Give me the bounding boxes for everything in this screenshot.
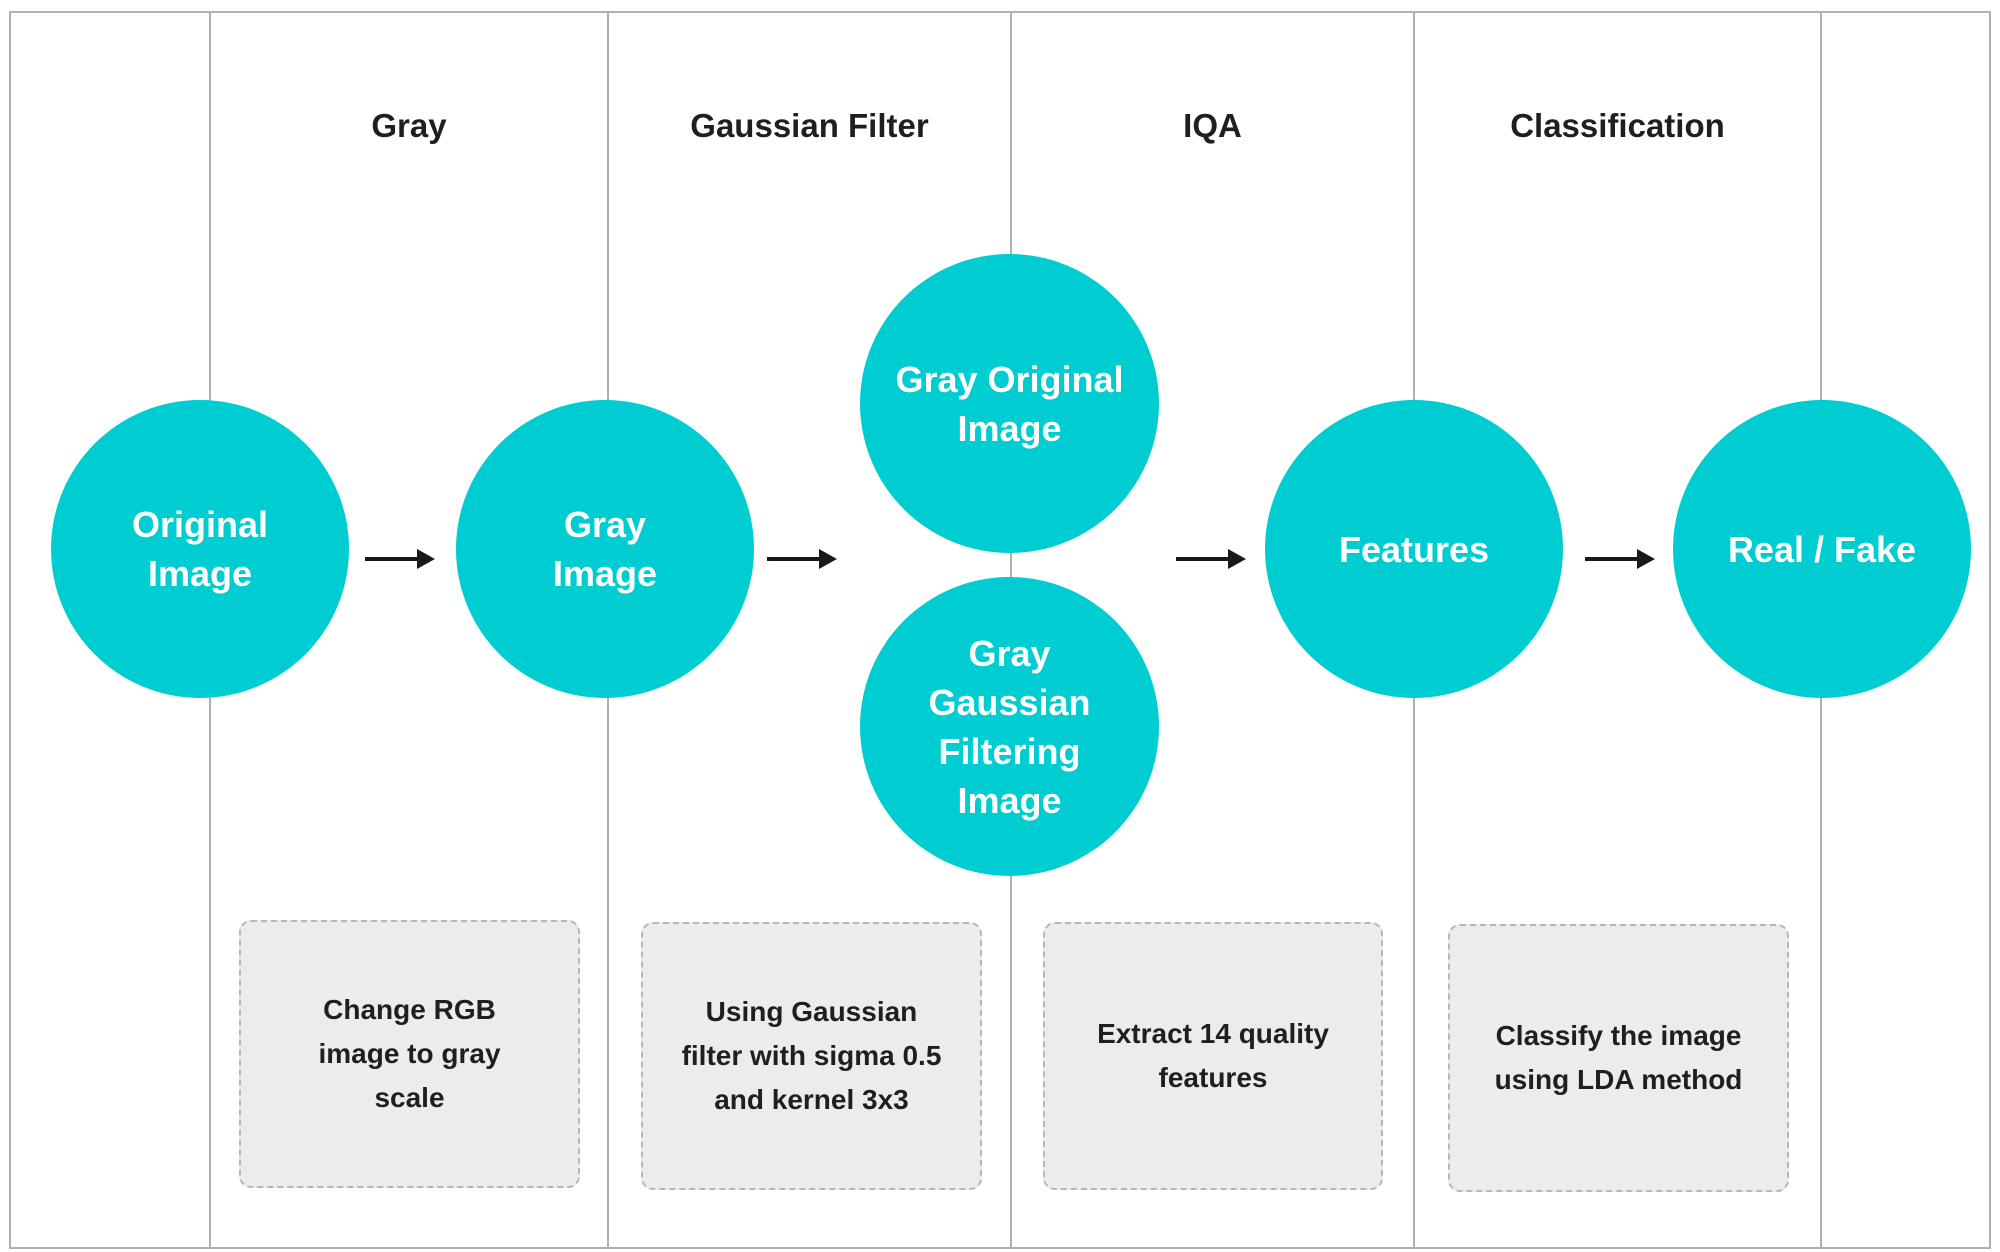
node-label-line: Image <box>957 407 1062 449</box>
note-line: Extract 14 quality <box>1097 1018 1329 1049</box>
gray-image-node: Gray Image <box>456 400 754 698</box>
note-iqa: Extract 14 quality features <box>1043 922 1383 1190</box>
node-label-line: Image <box>147 553 253 594</box>
stage-title-classification: Classification <box>1510 107 1725 144</box>
gray-original-image-node: Gray Original Image <box>860 254 1159 553</box>
note-line: Using Gaussian <box>705 996 918 1027</box>
flow-arrow-icon <box>767 549 837 569</box>
flow-arrow-icon <box>365 549 435 569</box>
note-line: and kernel 3x3 <box>714 1084 909 1115</box>
node-label-line: Image <box>957 779 1062 821</box>
node-label-line: Gray <box>968 632 1051 674</box>
note-line: filter with sigma 0.5 <box>681 1040 942 1071</box>
node-label-line: Image <box>552 553 658 594</box>
node-label-line: Gray <box>563 504 647 545</box>
stage-title-gray: Gray <box>371 107 447 144</box>
note-line: using LDA method <box>1494 1064 1743 1095</box>
stage-title-gaussian-filter: Gaussian Filter <box>690 107 929 144</box>
note-gray: Change RGB image to gray scale <box>239 920 580 1188</box>
note-line: image to gray <box>318 1038 501 1069</box>
original-image-node: Original Image <box>51 400 349 698</box>
flow-arrow-icon <box>1176 549 1246 569</box>
note-line: scale <box>374 1082 445 1113</box>
node-label-line: Gaussian <box>928 681 1091 723</box>
note-line: Classify the image <box>1495 1020 1742 1051</box>
note-classification: Classify the image using LDA method <box>1448 924 1789 1192</box>
node-label-line: Real / Fake <box>1727 528 1917 570</box>
node-label-line: Gray Original <box>895 358 1124 400</box>
stage-title-iqa: IQA <box>1183 107 1242 144</box>
features-node: Features <box>1265 400 1563 698</box>
note-line: features <box>1158 1062 1268 1093</box>
outer-frame <box>9 11 1991 1249</box>
note-line: Change RGB <box>323 994 496 1025</box>
flow-arrow-icon <box>1585 549 1655 569</box>
note-gaussian-filter: Using Gaussian filter with sigma 0.5 and… <box>641 922 982 1190</box>
node-label-line: Filtering <box>938 730 1081 772</box>
gray-gaussian-filtering-image-node: Gray Gaussian Filtering Image <box>860 577 1159 876</box>
real-fake-node: Real / Fake <box>1673 400 1971 698</box>
node-label-line: Features <box>1338 528 1490 570</box>
node-label-line: Original <box>131 504 269 545</box>
